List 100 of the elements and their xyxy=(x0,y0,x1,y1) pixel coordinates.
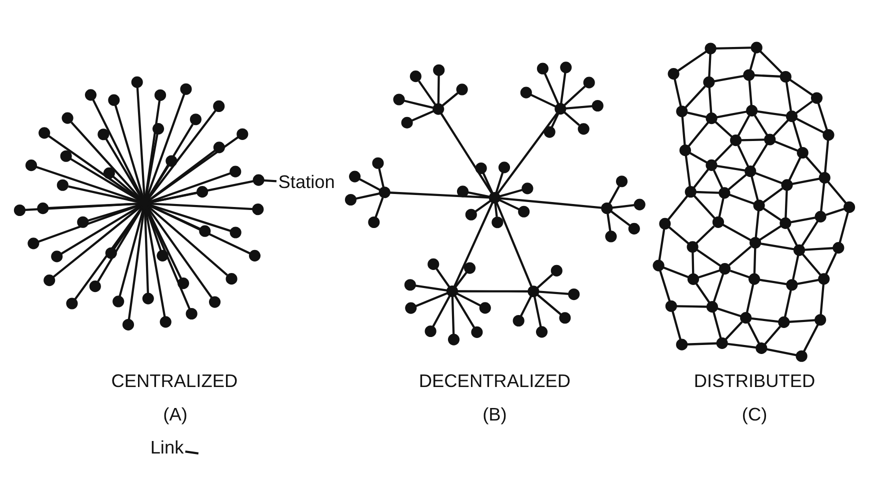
node-circle xyxy=(616,175,628,187)
node-circle xyxy=(368,216,380,228)
node-circle xyxy=(716,336,728,348)
node-circle xyxy=(706,112,718,124)
node-circle xyxy=(498,161,510,173)
connector xyxy=(820,283,825,314)
node-circle xyxy=(38,126,50,138)
node-circle xyxy=(780,216,792,228)
connector xyxy=(148,206,228,276)
connector xyxy=(790,216,816,223)
connector xyxy=(659,270,671,301)
node-circle xyxy=(676,338,688,350)
connector xyxy=(712,169,724,188)
node-circle xyxy=(456,83,468,95)
node-circle xyxy=(743,68,755,80)
connector xyxy=(753,247,756,274)
node-circle xyxy=(686,240,698,252)
connector xyxy=(681,116,686,144)
connector xyxy=(404,99,434,108)
connector xyxy=(757,110,787,116)
node-circle xyxy=(56,178,68,190)
node-circle xyxy=(14,204,26,216)
connector xyxy=(716,110,748,118)
connector xyxy=(716,164,746,171)
node-circle xyxy=(814,210,826,222)
connector xyxy=(688,121,710,147)
node-circle xyxy=(719,262,731,274)
node-circle xyxy=(706,158,718,170)
node-circle xyxy=(753,199,765,211)
connector xyxy=(717,307,742,317)
connector xyxy=(754,114,768,136)
connector xyxy=(442,92,458,106)
connector xyxy=(456,292,481,306)
node-circle xyxy=(822,128,834,140)
connector xyxy=(454,294,476,328)
node-circle xyxy=(781,178,793,190)
connector xyxy=(144,208,166,317)
node-circle xyxy=(60,150,72,162)
node-circle xyxy=(464,262,476,274)
node-circle xyxy=(814,314,826,326)
node-circle xyxy=(796,146,808,158)
node-circle xyxy=(252,203,264,215)
connector xyxy=(148,136,239,201)
node-circle xyxy=(196,186,208,198)
connector xyxy=(687,342,717,345)
connector xyxy=(48,134,142,201)
node-circle xyxy=(601,202,613,214)
connector xyxy=(48,202,140,209)
connector xyxy=(536,293,562,315)
connector xyxy=(70,121,142,200)
connector xyxy=(149,172,231,202)
label: DISTRIBUTED xyxy=(694,370,816,391)
connector xyxy=(136,86,146,198)
connector xyxy=(827,180,847,204)
connector xyxy=(788,156,802,180)
node-circle xyxy=(756,342,768,354)
node-circle xyxy=(605,230,617,242)
node-circle xyxy=(560,61,572,73)
node-circle xyxy=(744,164,756,177)
node-circle xyxy=(522,182,534,194)
connector xyxy=(759,50,783,74)
node-circle xyxy=(401,116,413,128)
node-circle xyxy=(780,70,792,82)
label: (B) xyxy=(482,404,507,424)
connector xyxy=(752,143,768,167)
node-circle xyxy=(592,99,604,112)
connector xyxy=(147,109,217,200)
node-circle xyxy=(89,280,101,292)
connector xyxy=(149,180,254,203)
connector xyxy=(754,74,781,78)
node-circle xyxy=(152,122,164,134)
connector xyxy=(494,202,498,216)
node-circle xyxy=(518,205,530,217)
connector xyxy=(418,80,436,105)
node-circle xyxy=(446,284,458,297)
connector xyxy=(378,168,384,188)
label: CENTRALIZED xyxy=(111,370,238,391)
connector xyxy=(747,322,760,344)
node-circle xyxy=(372,156,384,168)
connector xyxy=(60,204,141,254)
connector xyxy=(730,269,750,278)
node-circle xyxy=(844,200,856,212)
node-circle xyxy=(679,144,692,156)
connector xyxy=(825,252,838,274)
connector xyxy=(105,138,143,199)
node-circle xyxy=(208,296,221,308)
connector xyxy=(496,201,532,286)
label: (C) xyxy=(742,404,768,424)
connector xyxy=(498,198,520,210)
connector xyxy=(802,253,822,276)
connector xyxy=(560,72,566,104)
connector xyxy=(458,290,528,292)
connector xyxy=(758,224,782,240)
connector xyxy=(663,266,689,278)
connector xyxy=(482,172,494,194)
node-circle xyxy=(62,112,74,124)
connector xyxy=(496,112,558,194)
connector xyxy=(804,246,834,250)
connector xyxy=(748,80,752,106)
connector xyxy=(714,143,733,162)
